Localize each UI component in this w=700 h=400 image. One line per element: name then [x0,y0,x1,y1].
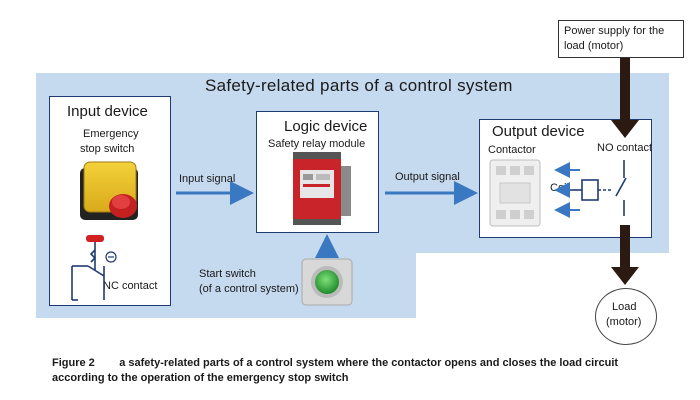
coil-symbol [570,179,612,201]
start-switch-label-1: Start switch [199,268,256,280]
emergency-stop-label-2: stop switch [80,143,135,155]
input-device-title: Input device [67,103,148,120]
power-supply-box [558,20,684,58]
emergency-stop-switch-image [80,161,138,220]
output-signal-label: Output signal [395,171,460,183]
load-label-1: Load [612,301,637,313]
logic-device-title: Logic device [284,118,368,135]
nc-contact-label: NC contact [103,280,158,292]
load-circle [595,288,657,345]
start-switch-label-2: (of a control system) [199,283,299,295]
power-supply-label-2: load (motor) [564,40,624,52]
figure-caption-line1: Figure 2 a safety-related parts of a con… [52,357,619,369]
contactor-label: Contactor [488,144,536,156]
emergency-stop-label-1: Emergency [83,128,139,140]
load-label-2: (motor) [606,316,642,328]
power-supply-label-1: Power supply for the [564,25,665,37]
safety-relay-module-image [293,152,351,225]
load-arrow [611,225,639,285]
contactor-action-arrows [554,162,580,218]
no-contact-symbol [615,160,627,216]
panel-title: Safety-related parts of a control system [205,76,513,95]
power-supply-arrow [611,58,639,138]
contactor-image [489,159,541,227]
nc-contact-symbol [71,235,117,301]
start-switch-image [301,258,353,306]
figure-caption-line2: according to the operation of the emerge… [52,372,349,384]
no-contact-label: NO contact [597,142,653,154]
safety-relay-label: Safety relay module [268,138,366,150]
input-signal-label: Input signal [179,173,236,185]
output-device-title: Output device [492,123,585,140]
